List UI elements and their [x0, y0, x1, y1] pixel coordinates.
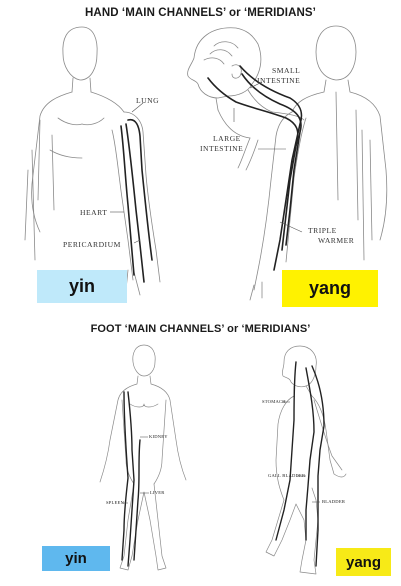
side-figure-head: [187, 27, 262, 99]
pericardium-leader: [133, 239, 141, 244]
front-figure-neck: [71, 77, 92, 93]
triple-warmer-label-line1: TRIPLE: [308, 226, 337, 235]
side-standing-arm: [313, 399, 343, 471]
foot-yin-badge: yin: [42, 546, 110, 571]
triple-warmer-label-line2: WARMER: [318, 236, 355, 245]
side-figure-shoulder: [217, 109, 305, 139]
side-figure-concentric: [203, 41, 239, 65]
side-standing-body: [275, 385, 347, 501]
front-standing-torso: [121, 399, 167, 485]
spleen-meridian-path: [121, 391, 129, 561]
kidney-meridian-path: [127, 391, 135, 567]
front-standing-body: [99, 375, 187, 483]
front-standing-chest: [129, 403, 159, 408]
hand-yin-badge: yin: [37, 270, 127, 303]
side-standing-head: [281, 345, 317, 388]
large-intestine-label-line1: LARGE: [213, 134, 241, 143]
bladder-label: BLADDER: [322, 499, 346, 504]
side-figure-ear: [231, 64, 242, 79]
gall-bladder-label: GALL BLADDER: [268, 473, 306, 478]
lung-label: LUNG: [136, 96, 160, 105]
small-intestine-leader: [249, 81, 263, 89]
pericardium-label: PERICARDIUM: [63, 240, 121, 249]
liver-meridian-path: [133, 439, 141, 561]
side-figure-tube: [237, 137, 259, 171]
front-standing-legs: [119, 483, 167, 571]
stomach-label: STOMACH: [262, 399, 286, 404]
stomach-meridian-path: [275, 361, 297, 541]
side-standing-legs: [265, 487, 319, 575]
small-intestine-label-line2: INTESTINE: [257, 76, 301, 85]
spleen-label: SPLEEN: [106, 500, 125, 505]
gall-bladder-meridian-path: [305, 367, 315, 541]
triple-warmer-leader: [279, 221, 303, 233]
front-standing-head: [132, 344, 156, 377]
large-intestine-leader: [233, 108, 286, 150]
hand-channels-title: HAND ‘MAIN CHANNELS’ or ‘MERIDIANS’: [85, 7, 316, 19]
triple-warmer-meridian-path: [239, 65, 303, 271]
large-intestine-label-line2: INTESTINE: [200, 144, 244, 153]
heart-label: HEART: [80, 208, 108, 217]
heart-meridian-path: [120, 125, 135, 276]
front-figure-sidelines: [24, 119, 55, 261]
back-figure-lines: [335, 91, 373, 261]
pericardium-meridian-path: [125, 123, 145, 283]
front-figure-torso: [31, 91, 125, 233]
lung-leader: [131, 102, 144, 113]
foot-yang-badge: yang: [336, 548, 391, 576]
hand-yang-badge: yang: [282, 270, 378, 307]
back-figure-torso: [291, 79, 388, 241]
kidney-label: KIDNEY: [149, 434, 168, 439]
back-figure-head: [315, 25, 357, 81]
front-figure-head: [62, 26, 98, 81]
bladder-meridian-path: [311, 365, 325, 567]
side-figure-neck: [215, 89, 273, 113]
back-figure-arm-hand: [249, 281, 263, 301]
small-intestine-label-line1: SMALL: [272, 66, 301, 75]
front-figure-arm: [111, 111, 161, 283]
liver-label: LIVER: [150, 490, 165, 495]
foot-channels-title: FOOT ‘MAIN CHANNELS’ or ‘MERIDIANS’: [90, 323, 311, 335]
small-intestine-meridian-path: [241, 73, 302, 246]
lung-meridian-path: [127, 118, 153, 261]
